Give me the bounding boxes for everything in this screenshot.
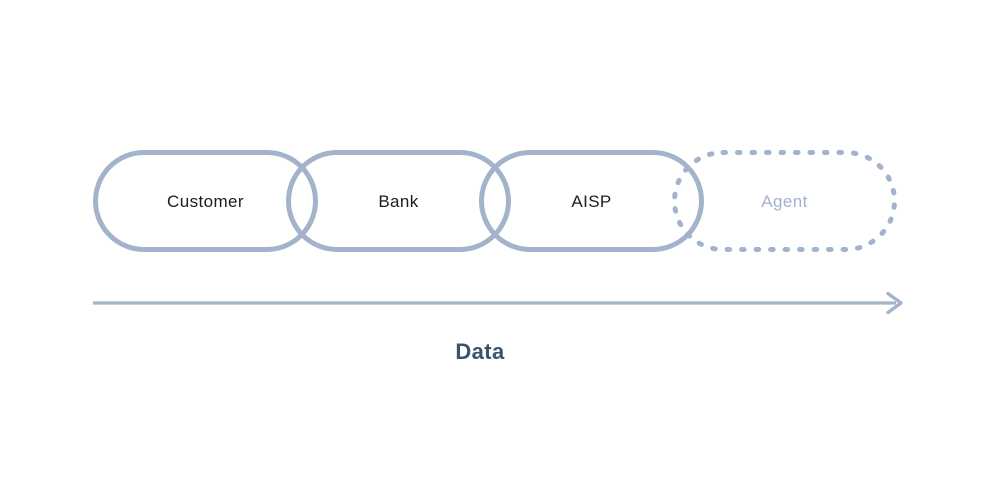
node-label-bank: Bank <box>378 192 419 211</box>
pill-agent-dashed-shape <box>672 150 897 252</box>
pill-bank-shape <box>286 150 511 252</box>
node-label-aisp: AISP <box>571 192 612 211</box>
node-label-customer: Customer <box>167 192 244 211</box>
pill-customer-shape <box>93 150 318 252</box>
pill-aisp-shape <box>479 150 704 252</box>
data-arrow-label: Data <box>455 339 505 364</box>
right-arrowhead-icon <box>886 291 903 315</box>
node-label-agent: Agent <box>761 192 808 211</box>
